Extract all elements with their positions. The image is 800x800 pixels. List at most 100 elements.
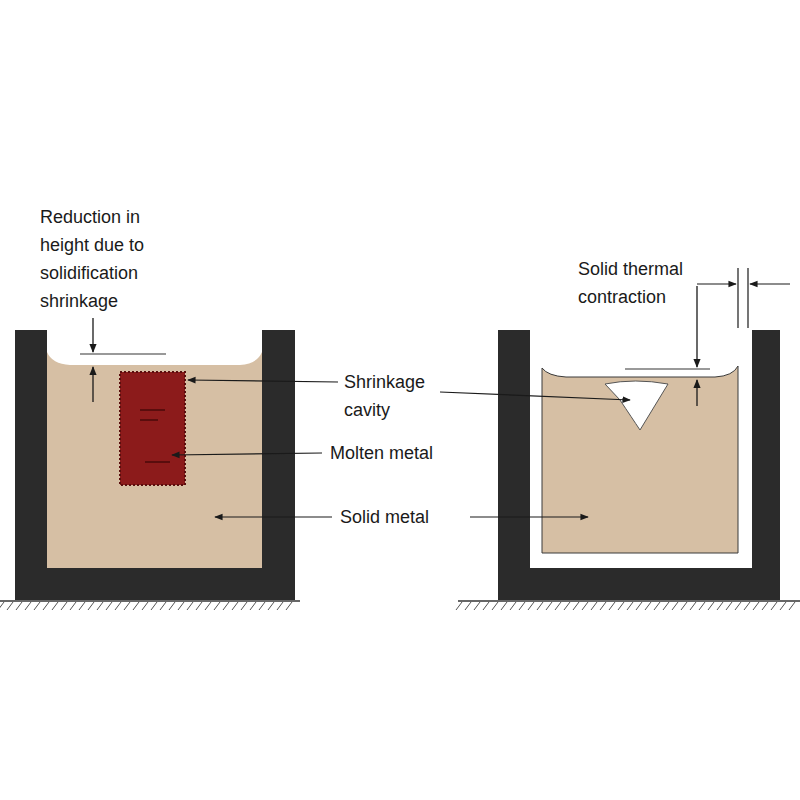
hatch-stroke <box>223 602 229 610</box>
hatch-stroke <box>97 602 103 610</box>
hatch-stroke <box>771 602 777 610</box>
hatch-stroke <box>654 602 660 610</box>
hatch-stroke <box>681 602 687 610</box>
molten-metal <box>120 372 185 485</box>
hatch-stroke <box>160 602 166 610</box>
mold-left <box>15 330 295 600</box>
callout-label: Solid thermal contraction <box>578 255 696 311</box>
hatch-stroke <box>636 602 642 610</box>
contraction-ext-2 <box>747 268 748 328</box>
height-arrow-down-right <box>696 286 697 367</box>
hatch-stroke <box>106 602 112 610</box>
hatch-stroke <box>510 602 516 610</box>
height-arrow-down <box>92 318 93 352</box>
height-arrow-up-right <box>696 380 697 406</box>
hatch-stroke <box>564 602 570 610</box>
hatch-stroke <box>88 602 94 610</box>
hatch-stroke <box>780 602 786 610</box>
hatch-stroke <box>726 602 732 610</box>
hatch-stroke <box>151 602 157 610</box>
height-ref-line <box>80 353 166 355</box>
hatch-stroke <box>250 602 256 610</box>
hatch-stroke <box>744 602 750 610</box>
hatch-stroke <box>762 602 768 610</box>
hatch-stroke <box>492 602 498 610</box>
ground-left <box>0 600 300 602</box>
hatch-stroke <box>663 602 669 610</box>
hatch-stroke <box>259 602 265 610</box>
shrinkage-cavity-right <box>605 381 668 430</box>
callout-label: Shrinkage cavity <box>344 368 454 424</box>
hatch-stroke <box>52 602 58 610</box>
hatch-stroke <box>43 602 49 610</box>
ground-right <box>458 600 800 602</box>
leader-solid-right <box>470 516 588 517</box>
hatch-stroke <box>609 602 615 610</box>
hatch-stroke <box>627 602 633 610</box>
hatch-stroke <box>645 602 651 610</box>
hatch-stroke <box>753 602 759 610</box>
callout-label: Solid metal <box>340 503 465 531</box>
leader-molten <box>172 453 322 455</box>
hatch-stroke <box>465 602 471 610</box>
solid-metal-left <box>47 352 262 568</box>
hatch-stroke <box>115 602 121 610</box>
hatch-stroke <box>268 602 274 610</box>
contraction-ext-1 <box>737 268 738 328</box>
hatch-stroke <box>133 602 139 610</box>
hatch-stroke <box>699 602 705 610</box>
hatch-stroke <box>25 602 31 610</box>
hatch-stroke <box>591 602 597 610</box>
hatch-stroke <box>474 602 480 610</box>
hatch-stroke <box>61 602 67 610</box>
hatch-stroke <box>214 602 220 610</box>
hatch-stroke <box>16 602 22 610</box>
hatch-stroke <box>169 602 175 610</box>
hatch-stroke <box>528 602 534 610</box>
hatch-stroke <box>34 602 40 610</box>
hatch-stroke <box>708 602 714 610</box>
hatch-stroke <box>456 602 462 610</box>
hatch-stroke <box>70 602 76 610</box>
hatch-stroke <box>142 602 148 610</box>
leader-cavity-right <box>440 392 630 400</box>
hatch-stroke <box>7 602 13 610</box>
hatch-stroke <box>789 602 795 610</box>
height-ref-line-right <box>625 368 710 370</box>
hatch-stroke <box>286 602 292 610</box>
hatch-stroke <box>519 602 525 610</box>
hatch-stroke <box>573 602 579 610</box>
hatch-stroke <box>555 602 561 610</box>
leader-cavity-left <box>188 380 338 382</box>
ground-hatching <box>0 602 795 610</box>
hatch-stroke <box>241 602 247 610</box>
contraction-arrow-left <box>697 283 736 284</box>
hatch-stroke <box>501 602 507 610</box>
molten-streaks <box>140 410 170 462</box>
hatch-stroke <box>124 602 130 610</box>
hatch-stroke <box>79 602 85 610</box>
hatch-stroke <box>600 602 606 610</box>
solid-metal-right <box>542 366 738 553</box>
hatch-stroke <box>232 602 238 610</box>
hatch-stroke <box>672 602 678 610</box>
callout-label: Reduction in height due to solidificatio… <box>40 203 190 315</box>
hatch-stroke <box>582 602 588 610</box>
hatch-stroke <box>277 602 283 610</box>
hatch-stroke <box>690 602 696 610</box>
hatch-stroke <box>0 602 4 610</box>
hatch-stroke <box>205 602 211 610</box>
callout-label: Molten metal <box>330 439 470 467</box>
hatch-stroke <box>717 602 723 610</box>
hatch-stroke <box>178 602 184 610</box>
height-arrow-up <box>92 367 93 402</box>
hatch-stroke <box>735 602 741 610</box>
hatch-stroke <box>537 602 543 610</box>
hatch-stroke <box>196 602 202 610</box>
mold-right <box>498 330 780 600</box>
hatch-stroke <box>483 602 489 610</box>
hatch-stroke <box>546 602 552 610</box>
hatch-stroke <box>187 602 193 610</box>
